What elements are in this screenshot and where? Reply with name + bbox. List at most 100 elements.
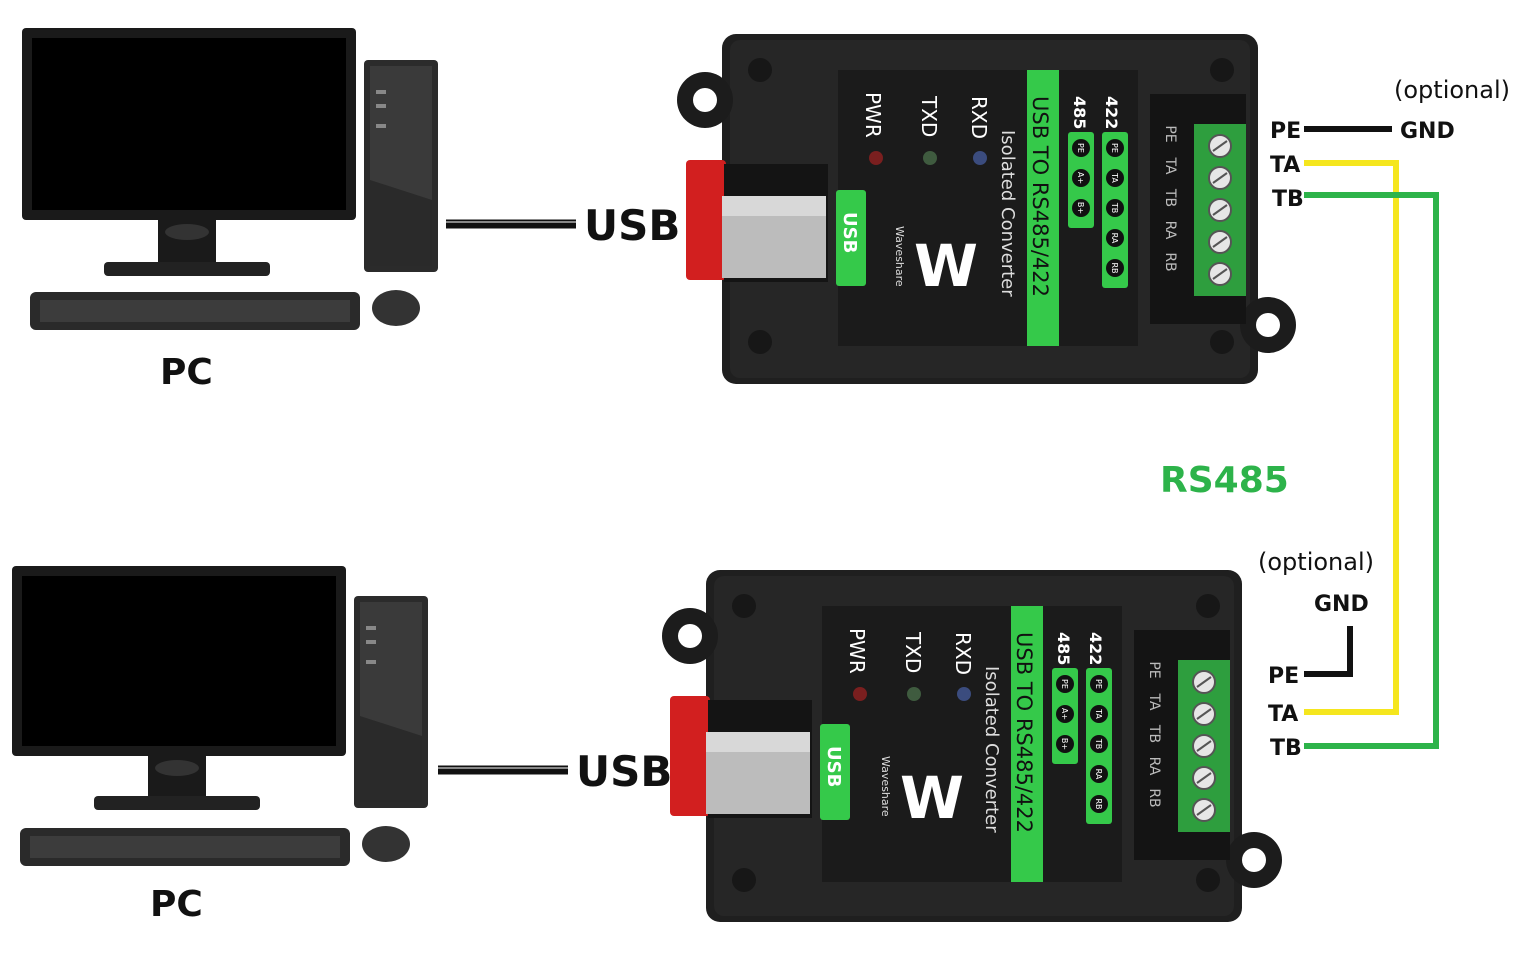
txd-led-icon bbox=[923, 151, 937, 165]
screw-slot-icon bbox=[1212, 204, 1228, 216]
pe-gnd-wire-bottom bbox=[1304, 626, 1353, 677]
pin-badge-icon bbox=[1090, 735, 1108, 753]
usb-port-label-box bbox=[820, 724, 850, 820]
pin-badge-icon bbox=[1072, 199, 1090, 217]
monitor-icon bbox=[12, 566, 346, 810]
mouse-icon bbox=[362, 826, 410, 862]
pin-badge-icon bbox=[1090, 675, 1108, 693]
waveshare-logo-icon: W bbox=[900, 764, 964, 832]
terminal-label: RB bbox=[1162, 252, 1178, 271]
group-485-label: 485 bbox=[1070, 96, 1089, 129]
mouse-icon bbox=[372, 290, 420, 326]
pin-422-label: RB bbox=[1110, 262, 1119, 273]
terminal-label: RA bbox=[1146, 757, 1162, 776]
screw-slot-icon bbox=[1196, 676, 1212, 688]
txd-led-icon bbox=[907, 687, 921, 701]
optional-label: (optional) bbox=[1394, 76, 1510, 104]
led-label-pwr: PWR bbox=[845, 628, 869, 674]
title-strip bbox=[1011, 606, 1043, 882]
pc-bottom: PC bbox=[12, 566, 428, 925]
pin-485-label: A+ bbox=[1076, 172, 1085, 184]
wire-pin-label: TA bbox=[1270, 153, 1300, 178]
brand-label: Waveshare bbox=[893, 226, 906, 287]
led-label-rxd: RXD bbox=[951, 632, 975, 675]
pin-422-label: TB bbox=[1110, 202, 1119, 213]
rxd-led-icon bbox=[957, 687, 971, 701]
usb-port-label: USB bbox=[823, 746, 844, 787]
wire-pin-label: TB bbox=[1272, 187, 1304, 212]
module-title: USB TO RS485/422 bbox=[1012, 632, 1036, 833]
pin-badge-icon bbox=[1072, 169, 1090, 187]
gnd-label: GND bbox=[1400, 119, 1455, 144]
pin-485-label: PE bbox=[1076, 143, 1085, 153]
gnd-label: GND bbox=[1314, 592, 1369, 617]
converter-module: USB TO RS485/422 Isolated Converter Wave… bbox=[677, 34, 1296, 384]
pin-422-label: RA bbox=[1110, 233, 1119, 244]
led-label-txd: TXD bbox=[901, 631, 925, 673]
pin-485-label: B+ bbox=[1076, 202, 1085, 214]
group-485-label: 485 bbox=[1054, 632, 1073, 665]
pin-badge-icon bbox=[1072, 139, 1090, 157]
converter-module: USB TO RS485/422 Isolated Converter Wave… bbox=[662, 570, 1282, 922]
module-subtitle: Isolated Converter bbox=[981, 666, 1002, 833]
pin-422-label: TA bbox=[1094, 708, 1103, 719]
terminal-label: TB bbox=[1162, 188, 1178, 207]
usb-port-label: USB bbox=[839, 212, 860, 253]
module-subtitle: Isolated Converter bbox=[997, 130, 1018, 297]
terminal-label: TA bbox=[1162, 156, 1178, 174]
usb-port-label-box bbox=[836, 190, 866, 286]
pin-badge-icon bbox=[1106, 259, 1124, 277]
pin-badge-icon bbox=[1056, 675, 1074, 693]
pin-badge-icon bbox=[1106, 139, 1124, 157]
wire-pin-label: PE bbox=[1270, 119, 1301, 144]
pc-label: PC bbox=[160, 352, 213, 393]
pin-485-label: PE bbox=[1060, 679, 1069, 689]
led-label-rxd: RXD bbox=[967, 96, 991, 139]
usb-label: USB bbox=[576, 747, 672, 796]
waveshare-logo-icon: W bbox=[914, 232, 978, 300]
pc-label: PC bbox=[150, 884, 203, 925]
wire-pin-label: TB bbox=[1270, 736, 1302, 761]
screw-slot-icon bbox=[1196, 804, 1212, 816]
led-label-pwr: PWR bbox=[861, 92, 885, 138]
brand-label: Waveshare bbox=[879, 756, 892, 817]
tower-icon bbox=[364, 60, 438, 272]
title-strip bbox=[1027, 70, 1059, 346]
pin-badge-icon bbox=[1106, 229, 1124, 247]
pin-badge-icon bbox=[1090, 705, 1108, 723]
wire-pin-label: TA bbox=[1268, 702, 1298, 727]
pin-badge-icon bbox=[1056, 705, 1074, 723]
terminal-label: TA bbox=[1146, 692, 1162, 710]
pin-422-label: RA bbox=[1094, 769, 1103, 780]
terminal-label: PE bbox=[1162, 125, 1178, 142]
pin-badge-icon bbox=[1090, 765, 1108, 783]
pin-badge-icon bbox=[1106, 199, 1124, 217]
terminal-label: TB bbox=[1146, 724, 1162, 743]
pin-422-label: TB bbox=[1094, 738, 1103, 749]
screw-slot-icon bbox=[1212, 140, 1228, 152]
pin-422-label: PE bbox=[1094, 679, 1103, 689]
pwr-led-icon bbox=[869, 151, 883, 165]
screw-slot-icon bbox=[1196, 740, 1212, 752]
led-label-txd: TXD bbox=[917, 95, 941, 137]
pin-badge-icon bbox=[1106, 169, 1124, 187]
pwr-led-icon bbox=[853, 687, 867, 701]
module-title: USB TO RS485/422 bbox=[1028, 96, 1052, 297]
screw-slot-icon bbox=[1212, 268, 1228, 280]
terminal-label: RB bbox=[1146, 788, 1162, 807]
pin-422-label: TA bbox=[1110, 172, 1119, 183]
pc-top: PC bbox=[22, 28, 438, 393]
group-422-label: 422 bbox=[1102, 96, 1121, 129]
ta-wire bbox=[1304, 160, 1399, 715]
pin-485-label: B+ bbox=[1060, 738, 1069, 750]
usb-label: USB bbox=[584, 201, 680, 250]
monitor-icon bbox=[22, 28, 356, 276]
keyboard-icon bbox=[30, 292, 360, 330]
tb-wire bbox=[1304, 192, 1439, 749]
pin-422-label: RB bbox=[1094, 798, 1103, 809]
pin-485-label: A+ bbox=[1060, 708, 1069, 720]
optional-label: (optional) bbox=[1258, 548, 1374, 576]
screw-slot-icon bbox=[1212, 172, 1228, 184]
bus-label: RS485 bbox=[1160, 460, 1289, 501]
